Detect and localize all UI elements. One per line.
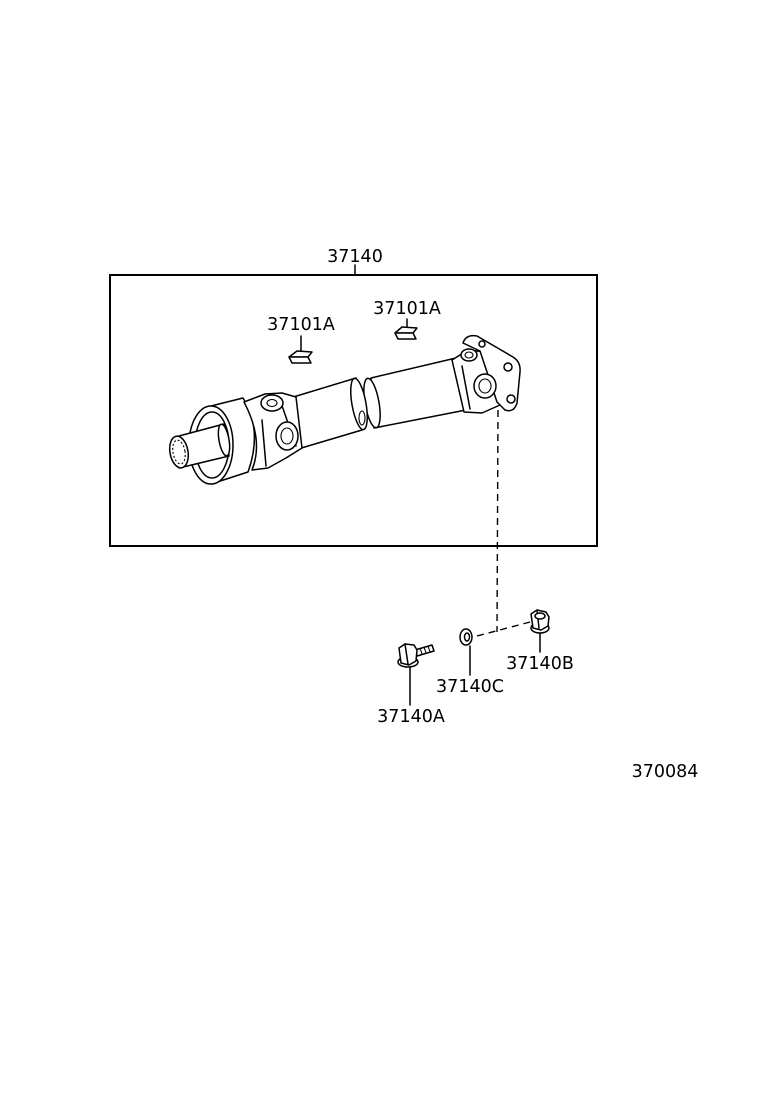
slip-yoke-shaft (168, 423, 231, 469)
flange-hole (506, 394, 516, 404)
joint-cap-front (473, 373, 497, 399)
label-balance-weight-left: 37101A (267, 315, 335, 335)
nut (530, 609, 550, 634)
rear-flange (462, 334, 521, 412)
balance-weight-left (288, 350, 313, 364)
assembly-line-vertical (496, 409, 499, 633)
label-balance-weight-right: 37101A (373, 299, 441, 319)
front-universal-joint (243, 392, 303, 471)
joint-cap-top (260, 394, 284, 412)
flange-hole (503, 362, 513, 372)
label-assembly: 37140 (327, 247, 383, 267)
joint-cap-top (460, 348, 478, 362)
washer (459, 628, 473, 646)
label-nut: 37140B (506, 654, 574, 674)
assembly-frame (109, 274, 598, 547)
flange-hole (478, 340, 486, 348)
shaft-tube-front (289, 377, 368, 450)
balance-weight-right (394, 326, 418, 340)
joint-cap-front (275, 421, 299, 451)
label-washer: 37140C (436, 677, 504, 697)
propeller-shaft (168, 334, 521, 485)
rear-universal-joint (451, 334, 521, 414)
assembly-line-diagonal (476, 621, 531, 637)
shaft-tube-rear (363, 357, 467, 429)
bolt (397, 643, 435, 668)
label-bolt: 37140A (377, 707, 445, 727)
figure-code: 370084 (632, 762, 699, 782)
